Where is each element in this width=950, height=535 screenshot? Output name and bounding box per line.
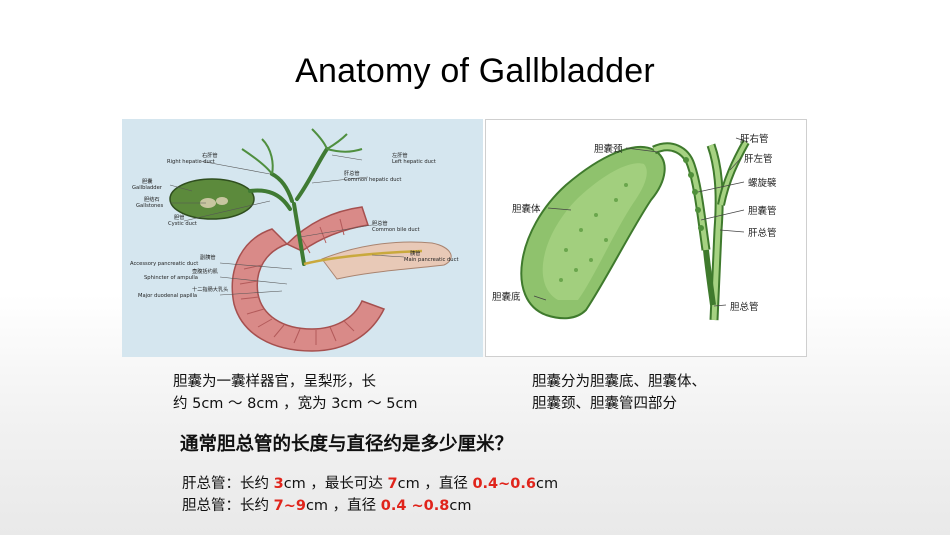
label-gallbladder-cn: 胆囊 xyxy=(142,177,152,185)
label-cystic-duct-cn: 胆管 xyxy=(174,213,184,221)
label-pancreatic-duct-en: Main pancreatic duct xyxy=(404,257,458,263)
label-common-hepatic-duct-cn: 肝总管 xyxy=(344,169,360,177)
answer1-diameter: 0.4~0.6 xyxy=(472,476,536,492)
answer1-length: 3 xyxy=(273,476,284,492)
parts-line-1: 胆囊分为胆囊底、胆囊体、 xyxy=(532,374,706,390)
answer-common-bile-duct: 胆总管：长约 7~9cm ，直径 0.4 ~0.8cm xyxy=(182,495,558,517)
label-gallbladder-body: 胆囊体 xyxy=(512,203,541,215)
biliary-anatomy-drawing: 右肝管 Right hepatic duct 胆囊 Gallbladder 胆结… xyxy=(130,128,458,352)
label-common-bile-duct-en: Common bile duct xyxy=(372,227,420,233)
gallbladder-parts-diagram: 胆囊颈 肝右管 肝左管 螺旋襞 胆囊体 胆囊管 肝总管 胆囊底 胆总管 xyxy=(485,119,807,357)
answer2-diameter: 0.4 ~0.8 xyxy=(380,498,450,514)
label-gallbladder-neck: 胆囊颈 xyxy=(594,143,623,155)
label-right-hepatic-duct: 肝右管 xyxy=(740,133,769,145)
answer-common-hepatic-duct: 肝总管：长约 3cm ，最长可达 7cm ，直径 0.4~0.6cm xyxy=(182,473,558,495)
answer1-suffix: cm xyxy=(535,476,559,492)
answer2-mid: cm ，直径 xyxy=(305,498,381,514)
label-accessory-pancreatic-duct-en: Accessory pancreatic duct xyxy=(130,261,198,267)
answer1-mid1: cm ，最长可达 xyxy=(283,476,388,492)
answer2-suffix: cm xyxy=(449,498,472,514)
question-heading: 通常胆总管的长度与直径约是多少厘米？ xyxy=(180,434,514,455)
slide-title: Anatomy of Gallbladder xyxy=(295,52,655,90)
label-gallbladder-en: Gallbladder xyxy=(132,185,163,191)
answer1-mid2: cm ，直径 xyxy=(397,476,473,492)
gallbladder-parts-description: 胆囊分为胆囊底、胆囊体、 胆囊颈、胆囊管四部分 xyxy=(532,371,772,415)
label-gallstones-en: Gallstones xyxy=(136,203,163,209)
label-left-hepatic-duct-cn: 左肝管 xyxy=(392,151,408,159)
label-papilla-en: Major duodenal papilla xyxy=(138,293,197,299)
label-cystic-duct: 胆囊管 xyxy=(748,205,777,217)
label-cystic-duct-en: Cystic duct xyxy=(168,221,197,227)
label-common-hepatic-duct-en: Common hepatic duct xyxy=(344,177,401,183)
answers-block: 肝总管：长约 3cm ，最长可达 7cm ，直径 0.4~0.6cm 胆总管：长… xyxy=(182,473,558,517)
answer1-max-length: 7 xyxy=(387,476,398,492)
label-common-bile-duct: 胆总管 xyxy=(730,301,759,313)
label-sphincter-en: Sphincter of ampulla xyxy=(144,275,198,281)
label-right-hepatic-duct-cn: 右肝管 xyxy=(202,151,218,159)
parts-line-2: 胆囊颈、胆囊管四部分 xyxy=(532,396,677,412)
label-left-hepatic-duct-en: Left hepatic duct xyxy=(392,159,436,165)
label-common-hepatic-duct: 肝总管 xyxy=(748,227,777,239)
answer2-length: 7~9 xyxy=(273,498,306,514)
label-papilla-cn: 十二指肠大乳头 xyxy=(192,285,228,293)
gallbladder-drawing: 胆囊颈 肝右管 肝左管 螺旋襞 胆囊体 胆囊管 肝总管 胆囊底 胆总管 xyxy=(492,133,777,321)
label-pancreatic-duct-cn: 胰管 xyxy=(410,249,420,257)
label-right-hepatic-duct-en: Right hepatic duct xyxy=(167,159,215,165)
anatomy-illustration-left: 右肝管 Right hepatic duct 胆囊 Gallbladder 胆结… xyxy=(122,119,483,357)
label-left-hepatic-duct: 肝左管 xyxy=(744,153,773,165)
label-gallstones-cn: 胆结石 xyxy=(144,195,160,203)
label-sphincter-cn: 壶腹括约肌 xyxy=(192,267,218,275)
label-common-bile-duct-cn: 胆总管 xyxy=(372,219,388,227)
description-line-2: 约 5cm ～ 8cm ，宽为 3cm ～ 5cm xyxy=(173,396,418,412)
gallbladder-shape-description: 胆囊为一囊样器官，呈梨形，长 约 5cm ～ 8cm ，宽为 3cm ～ 5cm xyxy=(173,371,433,415)
label-accessory-pancreatic-duct-cn: 副胰管 xyxy=(200,253,216,261)
answer2-prefix: 胆总管：长约 xyxy=(182,498,274,514)
answer1-prefix: 肝总管：长约 xyxy=(182,476,274,492)
label-spiral-fold: 螺旋襞 xyxy=(748,177,777,189)
description-line-1: 胆囊为一囊样器官，呈梨形，长 xyxy=(173,374,376,390)
label-gallbladder-fundus: 胆囊底 xyxy=(492,291,521,303)
